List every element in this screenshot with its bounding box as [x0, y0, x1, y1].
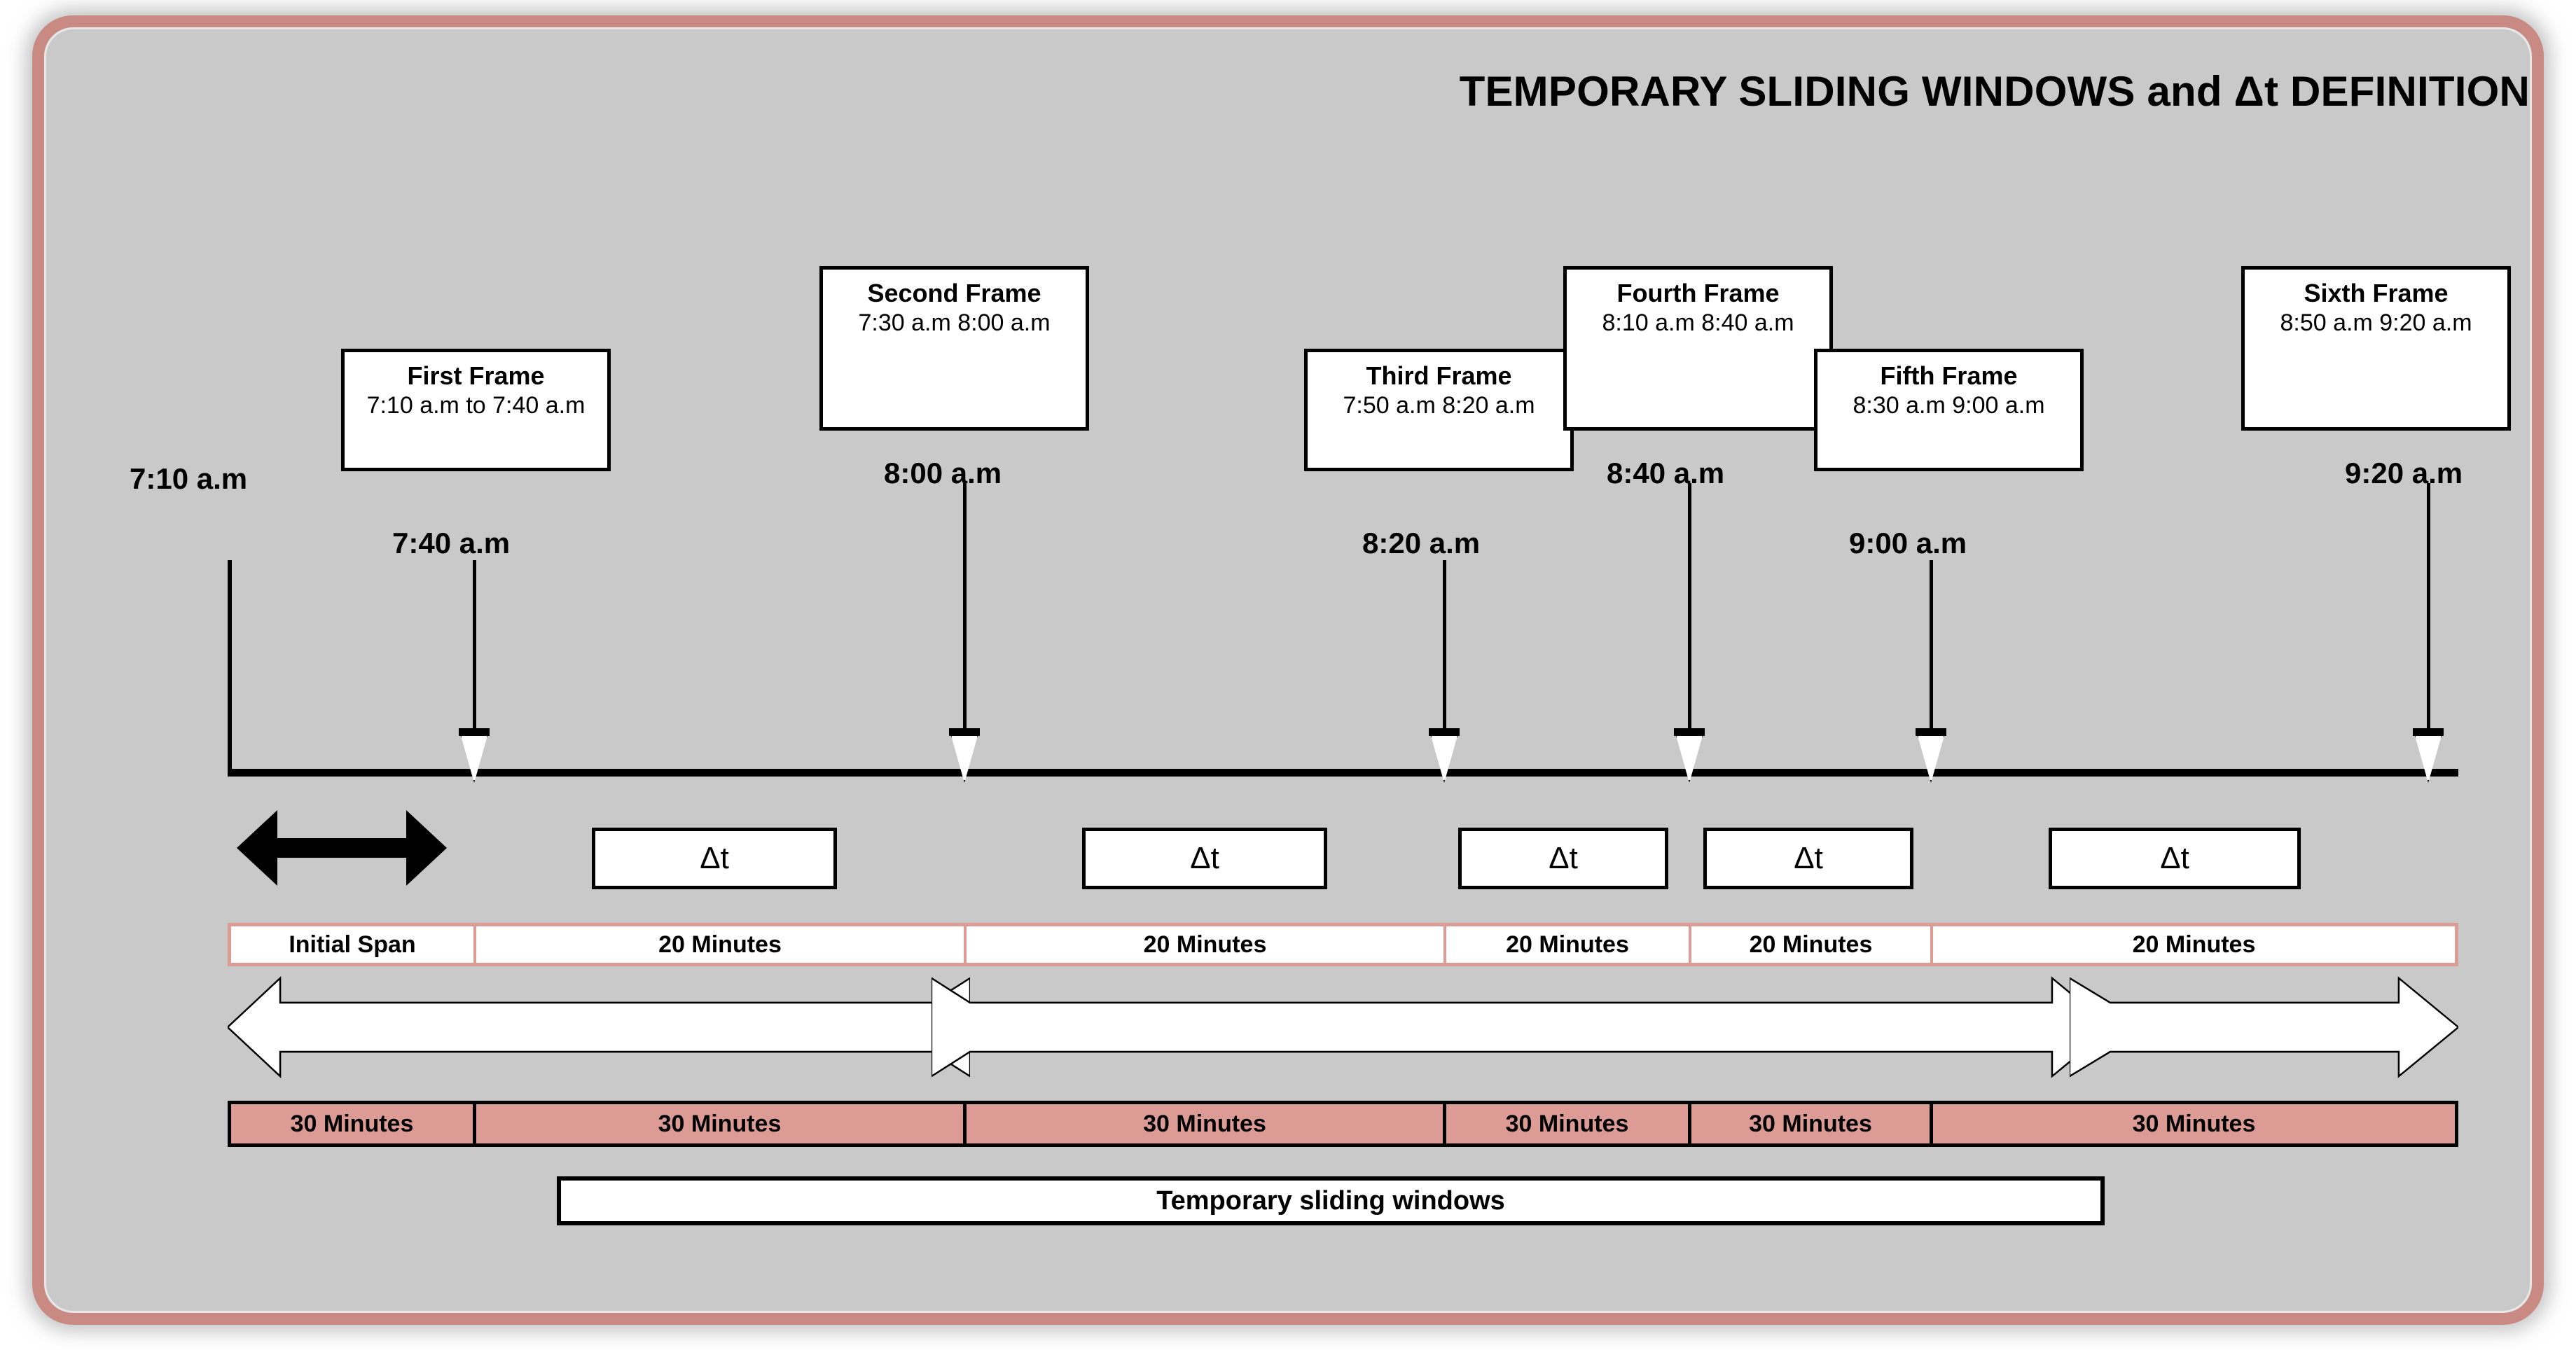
timestamp-mark-3: 8:20 a.m — [1362, 527, 1481, 559]
frame-box-5: Fifth Frame 8:30 a.m 9:00 a.m — [1814, 349, 2084, 471]
arrow-shaft — [269, 838, 415, 858]
frame-box-2-range: 7:30 a.m 8:00 a.m — [858, 309, 1051, 336]
frame-box-6: Sixth Frame 8:50 a.m 9:20 a.m — [2241, 266, 2511, 431]
duration-cell-5: 30 Minutes — [2132, 1110, 2256, 1137]
sliding-arrow-right-3 — [2070, 975, 2458, 1080]
frame-box-1-title: First Frame — [407, 361, 545, 390]
frame-box-4-range: 8:10 a.m 8:40 a.m — [1602, 309, 1794, 336]
duration-row: 30 Minutes 30 Minutes 30 Minutes 30 Minu… — [228, 1101, 2458, 1147]
frame-box-6-range: 8:50 a.m 9:20 a.m — [2280, 309, 2472, 336]
timestamp-mark-1: 7:40 a.m — [392, 527, 511, 559]
pointer-arrowhead-cap — [1916, 728, 1946, 736]
duration-cell-3: 30 Minutes — [1446, 1104, 1691, 1143]
span-cell-1: 20 Minutes — [476, 926, 967, 963]
pointer-arrowhead-cap — [1429, 728, 1460, 736]
frame-box-5-range: 8:30 a.m 9:00 a.m — [1853, 391, 2045, 419]
span-cell-0: Initial Span — [231, 926, 476, 963]
frame-box-1: First Frame 7:10 a.m to 7:40 a.m — [341, 349, 611, 471]
timestamp-mark-4: 8:40 a.m — [1607, 457, 1725, 489]
timestamp-mark-5: 9:00 a.m — [1849, 527, 1967, 559]
span-row: Initial Span 20 Minutes 20 Minutes 20 Mi… — [228, 923, 2458, 966]
duration-cell-4: 30 Minutes — [1691, 1104, 1933, 1143]
page-title: TEMPORARY SLIDING WINDOWS and Δt DEFINIT… — [1459, 68, 2530, 115]
axis-left-cap — [228, 560, 232, 770]
frame-box-4: Fourth Frame 8:10 a.m 8:40 a.m — [1563, 266, 1833, 431]
timestamp-mark-2: 8:00 a.m — [884, 457, 1002, 489]
pointer-stem — [1443, 560, 1446, 728]
sliding-window-arrow-band — [228, 975, 2458, 1080]
pointer-arrowhead-cap — [459, 728, 490, 736]
duration-cell-0: 30 Minutes — [231, 1104, 476, 1143]
span-cell-4: 20 Minutes — [1691, 926, 1933, 963]
frame-box-1-range: 7:10 a.m to 7:40 a.m — [366, 391, 586, 419]
duration-cell-1: 30 Minutes — [476, 1104, 967, 1143]
delta-t-box-5: Δt — [2049, 828, 2301, 889]
delta-t-box-1: Δt — [592, 828, 837, 889]
span-cell-2: 20 Minutes — [967, 926, 1446, 963]
pointer-stem — [2427, 483, 2430, 728]
pointer-stem — [1930, 560, 1933, 728]
duration-cell-2: 30 Minutes — [967, 1104, 1446, 1143]
timeline-axis — [228, 769, 2458, 777]
timestamp-mark-6: 9:20 a.m — [2345, 457, 2463, 489]
frame-box-2-title: Second Frame — [867, 279, 1041, 307]
sliding-windows-caption: Temporary sliding windows — [557, 1176, 2105, 1225]
arrow-head-right — [406, 810, 447, 886]
span-cell-5: 20 Minutes — [1933, 926, 2455, 963]
frame-box-4-title: Fourth Frame — [1616, 279, 1780, 307]
delta-t-box-4: Δt — [1703, 828, 1913, 889]
frame-box-6-title: Sixth Frame — [2304, 279, 2449, 307]
sliding-arrow-right-2 — [932, 975, 2112, 1080]
pointer-stem — [963, 483, 967, 728]
sliding-arrow-left-1 — [228, 975, 970, 1080]
pointer-stem — [473, 560, 476, 728]
delta-t-box-2: Δt — [1082, 828, 1327, 889]
span-cell-3: 20 Minutes — [1446, 926, 1691, 963]
pointer-arrowhead-cap — [949, 728, 980, 736]
frame-box-2: Second Frame 7:30 a.m 8:00 a.m — [819, 266, 1089, 431]
frame-box-3-title: Third Frame — [1366, 361, 1512, 390]
pointer-arrowhead-cap — [1674, 728, 1705, 736]
pointer-stem — [1688, 483, 1691, 728]
frame-box-3: Third Frame 7:50 a.m 8:20 a.m — [1304, 349, 1574, 471]
pointer-arrowhead-cap — [2413, 728, 2444, 736]
initial-span-double-arrow-icon — [237, 810, 447, 886]
frame-box-3-range: 7:50 a.m 8:20 a.m — [1343, 391, 1535, 419]
timestamp-origin: 7:10 a.m — [130, 462, 248, 495]
frame-box-5-title: Fifth Frame — [1880, 361, 2018, 390]
delta-t-box-3: Δt — [1458, 828, 1668, 889]
